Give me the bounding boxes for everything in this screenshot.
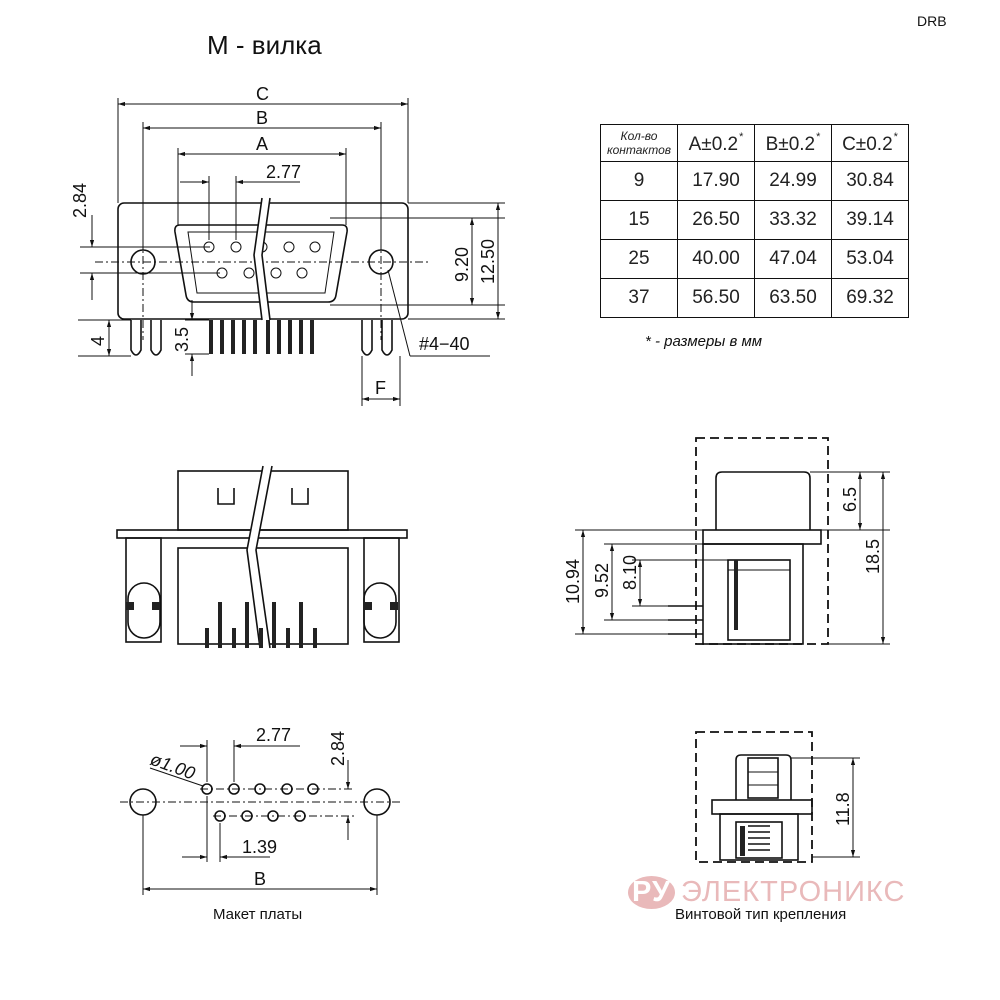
table-cell: 24.99 xyxy=(754,161,832,201)
pcb-dim-half-pitch: 1.39 xyxy=(242,837,277,857)
table-cell: 26.50 xyxy=(677,200,755,240)
table-cell: 39.14 xyxy=(831,200,909,240)
front-pins xyxy=(209,320,314,354)
table-cell: 40.00 xyxy=(677,239,755,279)
pcb-dim-hole: ø1.00 xyxy=(148,749,198,784)
dim-thread: #4−40 xyxy=(419,334,470,354)
table-cell: 9 xyxy=(600,161,678,201)
header-contacts: Кол-во контактов xyxy=(600,124,678,162)
table-row: 25 40.00 47.04 53.04 xyxy=(600,239,909,279)
table-cell: 15 xyxy=(600,200,678,240)
screw-mount-caption: Винтовой тип крепления xyxy=(675,906,847,923)
pcb-layout-caption: Макет платы xyxy=(213,906,303,923)
watermark-badge: РУ xyxy=(628,876,676,909)
table-row: 9 17.90 24.99 30.84 xyxy=(600,161,909,201)
dim-side-9-52: 9.52 xyxy=(592,563,612,598)
table-cell: 25 xyxy=(600,239,678,279)
side-view: 6.5 18.5 10.94 9.52 8.10 xyxy=(563,437,890,645)
table-cell: 56.50 xyxy=(677,278,755,318)
watermark-text: ЭЛЕКТРОНИКС xyxy=(681,876,906,908)
table-cell: 69.32 xyxy=(831,278,909,318)
bottom-view xyxy=(116,465,408,649)
table-cell: 30.84 xyxy=(831,161,909,201)
table-header-row: Кол-во контактов A±0.2* B±0.2* C±0.2* xyxy=(600,124,909,162)
pcb-dim-row-offset: 2.84 xyxy=(328,731,348,766)
header-b: B±0.2* xyxy=(754,124,832,162)
front-view: C B A 2.77 2.84 9.20 12.50 4 3.5 #4−40 F xyxy=(70,84,505,406)
dim-f: F xyxy=(375,378,386,398)
dim-side-18-5: 18.5 xyxy=(863,539,883,574)
table-cell: 17.90 xyxy=(677,161,755,201)
dim-row-offset: 2.84 xyxy=(70,183,90,218)
pcb-dim-b: B xyxy=(254,869,266,889)
header-a: A±0.2* xyxy=(677,124,755,162)
bottom-pins xyxy=(205,602,317,648)
header-c: C±0.2* xyxy=(831,124,909,162)
pcb-layout: 2.77 2.84 ø1.00 1.39 B xyxy=(120,725,400,895)
table-cell: 33.32 xyxy=(754,200,832,240)
dim-side-10-94: 10.94 xyxy=(563,559,583,604)
dim-tail: 3.5 xyxy=(172,327,192,352)
drawing-title: М - вилка xyxy=(207,30,322,60)
screw-dim-height: 11.8 xyxy=(833,792,853,826)
dim-a: A xyxy=(256,134,268,154)
table-cell: 63.50 xyxy=(754,278,832,318)
dim-h-inner: 9.20 xyxy=(452,247,472,282)
table-note: * - размеры в мм xyxy=(645,333,763,350)
table-row: 37 56.50 63.50 69.32 xyxy=(600,278,909,318)
pcb-dim-pitch: 2.77 xyxy=(256,725,291,745)
table-cell: 47.04 xyxy=(754,239,832,279)
dim-b: B xyxy=(256,108,268,128)
dim-c: C xyxy=(256,84,269,104)
dim-h-outer: 12.50 xyxy=(478,239,498,284)
screw-view: 11.8 xyxy=(695,731,860,863)
dim-side-6-5: 6.5 xyxy=(840,487,860,512)
table-row: 15 26.50 33.32 39.14 xyxy=(600,200,909,240)
dim-pitch: 2.77 xyxy=(266,162,301,182)
spec-table: Кол-во контактов A±0.2* B±0.2* C±0.2* 9 … xyxy=(600,124,909,318)
table-cell: 53.04 xyxy=(831,239,909,279)
drawing-code: DRB xyxy=(917,13,947,29)
table-cell: 37 xyxy=(600,278,678,318)
dim-pin-len: 4 xyxy=(88,336,108,346)
dim-side-8-10: 8.10 xyxy=(620,555,640,590)
